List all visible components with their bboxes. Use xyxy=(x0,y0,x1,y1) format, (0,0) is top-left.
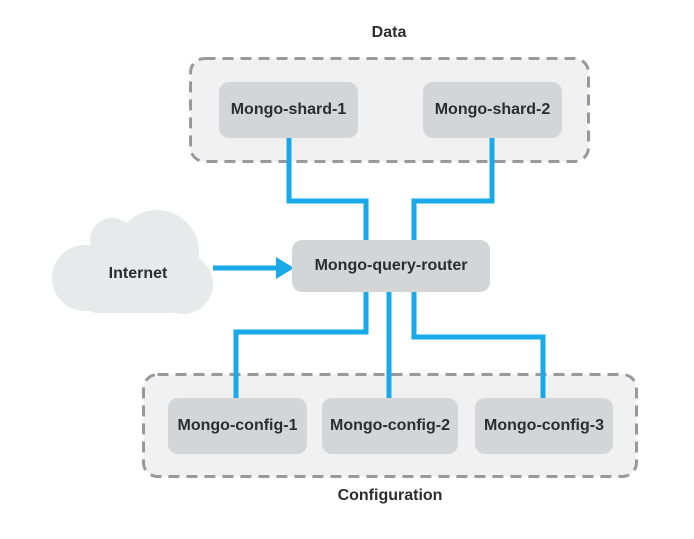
connector-shard1-to-router xyxy=(286,138,369,242)
node-mongo-shard-1: Mongo-shard-1 xyxy=(219,82,358,138)
node-mongo-shard-2: Mongo-shard-2 xyxy=(423,82,562,138)
connector-router-to-config1 xyxy=(233,290,369,400)
node-mongo-config-3: Mongo-config-3 xyxy=(475,398,613,454)
data-group-label: Data xyxy=(371,24,407,41)
configuration-group-label: Configuration xyxy=(337,487,443,504)
connector-internet-to-router xyxy=(213,257,294,279)
node-mongo-config-2: Mongo-config-2 xyxy=(322,398,458,454)
node-mongo-config-1: Mongo-config-1 xyxy=(168,398,307,454)
connector-router-to-config3 xyxy=(411,290,546,400)
internet-label: Internet xyxy=(108,265,168,282)
node-mongo-query-router: Mongo-query-router xyxy=(292,240,490,292)
arrowhead-icon xyxy=(276,257,294,279)
internet-cloud-icon xyxy=(52,210,213,314)
connector-shard2-to-router xyxy=(411,138,495,242)
